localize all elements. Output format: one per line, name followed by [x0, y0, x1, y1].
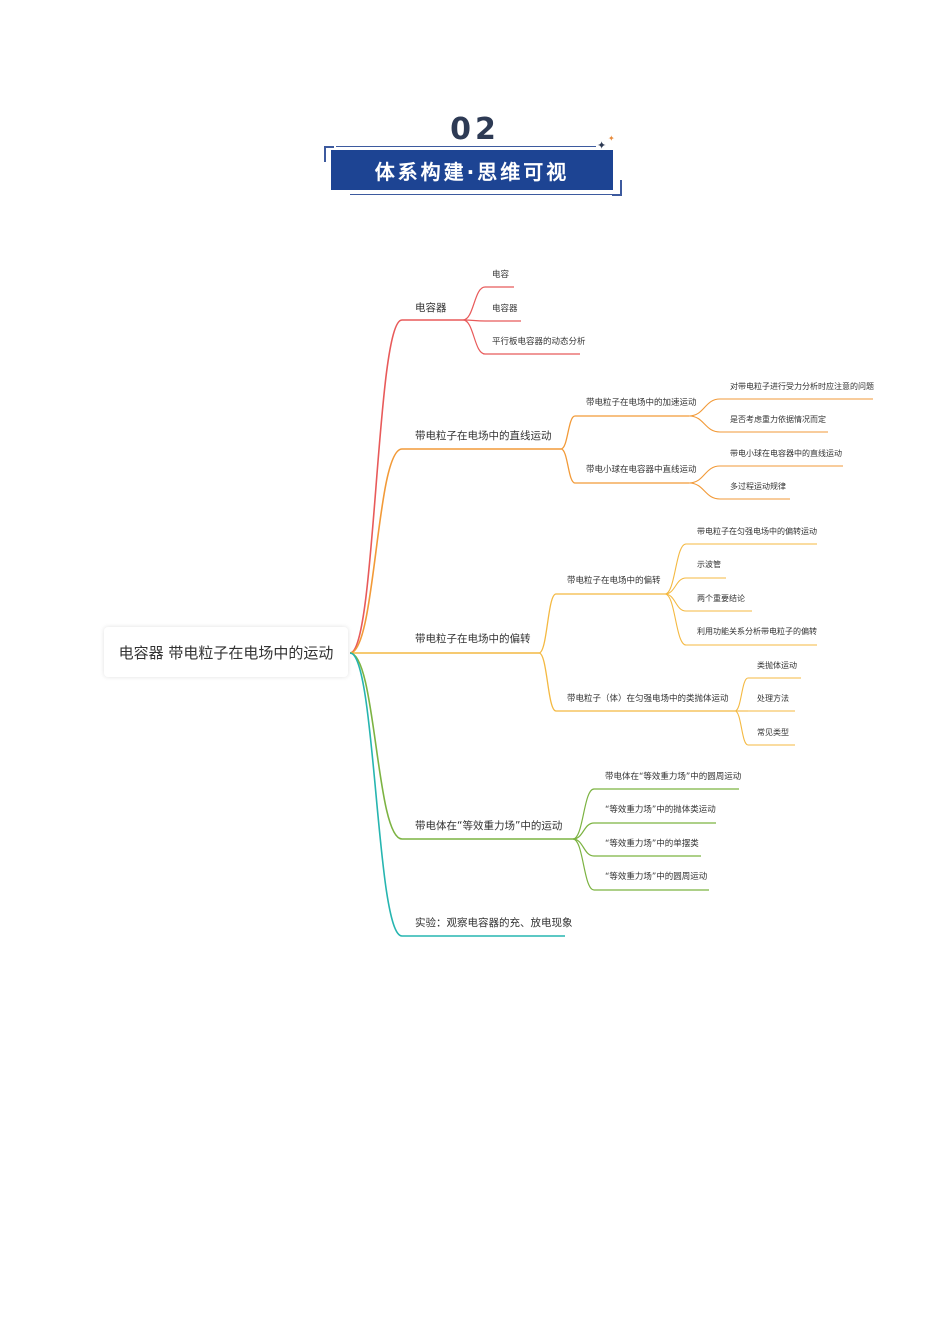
branch-equivalent-gravity: 带电体在“等效重力场”中的运动: [415, 820, 563, 832]
leaf-projectile-motion: 类抛体运动: [757, 661, 797, 670]
branch-connector: [349, 448, 403, 654]
sub-connector: [538, 652, 557, 712]
leaf-connector: [462, 286, 486, 321]
leaf-energy-analysis: 利用功能关系分析带电粒子的偏转: [697, 627, 817, 636]
branch-connector: [349, 652, 403, 937]
banner-frame-bottom-line: [350, 194, 612, 195]
branch-connector: [349, 652, 403, 840]
branch-experiment: 实验：观察电容器的充、放电现象: [415, 917, 573, 929]
banner-frame-right: [612, 180, 622, 196]
leaf-uniform-deflection: 带电粒子在匀强电场中的偏转运动: [697, 527, 817, 536]
leaf-connector: [664, 543, 687, 595]
leaf-oscilloscope: 示波管: [697, 560, 721, 569]
leaf-connector: [688, 398, 721, 417]
sparkle-small-icon: ✦: [608, 134, 615, 143]
leaf-gravity-consideration: 是否考虑重力依据情况而定: [730, 415, 826, 424]
leaf-connector: [664, 577, 687, 595]
leaf-connector: [462, 319, 486, 355]
sparkle-icon: ✦: [597, 139, 607, 152]
node-projectile-type: “等效重力场”中的抛体类运动: [605, 805, 716, 815]
node-circular-type: “等效重力场”中的圆周运动: [605, 872, 708, 882]
branch-deflection: 带电粒子在电场中的偏转: [415, 633, 531, 645]
banner-frame-top-line: [336, 146, 596, 147]
sub-connector: [560, 415, 576, 450]
node-capacitor: 电容器: [492, 304, 518, 314]
sub-connector: [560, 448, 576, 484]
node-pendulum-type: “等效重力场”中的单摆类: [605, 839, 699, 849]
banner-frame-left: [324, 146, 334, 162]
leaf-method: 处理方法: [757, 694, 789, 703]
leaf-two-conclusions: 两个重要结论: [697, 594, 745, 603]
leaf-ball-in-capacitor: 带电小球在电容器中的直线运动: [730, 449, 842, 458]
leaf-connector: [664, 593, 687, 646]
node-circular-motion: 带电体在“等效重力场”中的圆周运动: [605, 772, 742, 782]
leaf-connector: [734, 710, 749, 746]
leaf-connector: [572, 788, 595, 840]
node-ball-linear: 带电小球在电容器中直线运动: [586, 465, 697, 475]
leaf-common-types: 常见类型: [757, 728, 789, 737]
section-number: 02: [450, 112, 500, 147]
banner-title: 体系构建·思维可视: [331, 150, 613, 190]
leaf-connector: [734, 677, 749, 712]
node-capacitance: 电容: [492, 270, 510, 280]
mindmap-root: 电容器 带电粒子在电场中的运动: [104, 627, 348, 677]
node-deflection: 带电粒子在电场中的偏转: [567, 576, 661, 586]
leaf-connector: [688, 465, 721, 484]
leaf-multi-process: 多过程运动规律: [730, 482, 786, 491]
leaf-connector: [572, 822, 595, 840]
sub-connector: [538, 593, 557, 654]
leaf-connector: [572, 838, 595, 891]
leaf-connector: [688, 415, 721, 433]
branch-capacitor: 电容器: [415, 302, 447, 314]
leaf-connector: [688, 482, 721, 500]
node-parallel-plate: 平行板电容器的动态分析: [492, 337, 586, 347]
branch-linear-motion: 带电粒子在电场中的直线运动: [415, 430, 552, 442]
leaf-force-analysis: 对带电粒子进行受力分析时应注意的问题: [730, 382, 874, 391]
branch-connector: [349, 319, 403, 654]
node-projectile-like: 带电粒子（体）在匀强电场中的类抛体运动: [567, 694, 729, 704]
node-acceleration: 带电粒子在电场中的加速运动: [586, 398, 697, 408]
